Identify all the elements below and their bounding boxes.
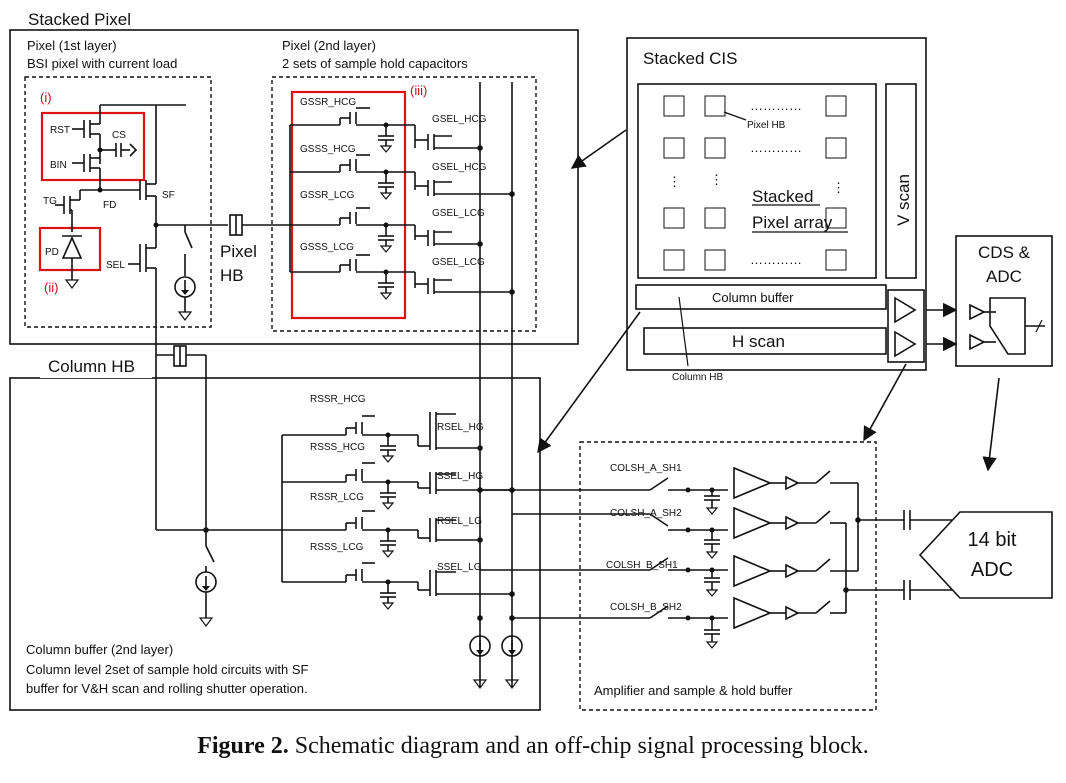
svg-text:⋮: ⋮ xyxy=(710,172,723,187)
layer2-title: Pixel (2nd layer) xyxy=(282,38,376,53)
cap-row: GSSS_LCG xyxy=(290,242,415,300)
fd-label: FD xyxy=(103,200,116,211)
svg-text:COLSH_A_SH2: COLSH_A_SH2 xyxy=(610,508,682,519)
pixel-hb-label: Pixel xyxy=(220,242,257,261)
svg-text:…………: ………… xyxy=(750,98,802,113)
column-buffer-title: Column buffer (2nd layer) xyxy=(26,642,173,657)
marker-iii: (iii) xyxy=(410,83,427,98)
svg-text:RSSS_LCG: RSSS_LCG xyxy=(310,542,364,553)
array-label-1: Stacked xyxy=(752,187,813,206)
amplifier-title: Amplifier and sample & hold buffer xyxy=(594,683,793,698)
svg-text:GSEL_HCG: GSEL_HCG xyxy=(432,114,487,125)
column-hb-block: Column HB RSSR_HCG RSSS_HCG xyxy=(9,345,541,711)
caption-text: Schematic diagram and an off-chip signal… xyxy=(288,733,869,759)
pixel-array-cells xyxy=(663,95,847,271)
cap-row: GSSR_LCG xyxy=(290,190,415,253)
cds-adc-label: ADC xyxy=(986,267,1022,286)
amplifier-sample-hold-block: COLSH_A_SH1 COLSH_A_SH2 COLSH_B_SH1 xyxy=(480,441,877,711)
pd-label: PD xyxy=(45,247,59,258)
svg-text:GSSS_HCG: GSSS_HCG xyxy=(300,144,356,155)
output-buffer-block xyxy=(887,289,925,363)
v-scan-block xyxy=(885,83,917,279)
cap-row: GSSS_HCG xyxy=(290,144,415,200)
stacked-cis-title: Stacked CIS xyxy=(643,49,738,68)
tg-label: TG xyxy=(43,196,57,207)
column-buffer-desc-1: Column level 2set of sample hold circuit… xyxy=(26,662,309,677)
caption-label: Figure 2. xyxy=(197,733,289,759)
reset-bin-highlight xyxy=(40,111,146,182)
svg-text:…………: ………… xyxy=(750,140,802,155)
bin-label: BIN xyxy=(50,160,67,171)
column-buffer-block xyxy=(635,284,887,310)
adc-14bit-block xyxy=(918,511,1053,599)
marker-i: (i) xyxy=(40,90,52,105)
svg-text:RSEL_HG: RSEL_HG xyxy=(437,422,484,433)
h-scan-label: H scan xyxy=(732,332,785,351)
pixel-hb-callout: Pixel HB xyxy=(747,120,786,131)
figure-caption: Figure 2. Schematic diagram and an off-c… xyxy=(0,733,1066,760)
svg-text:SSEL_HG: SSEL_HG xyxy=(437,471,483,482)
svg-text:…………: ………… xyxy=(750,252,802,267)
layer1-title: Pixel (1st layer) xyxy=(27,38,117,53)
svg-text:RSSR_LCG: RSSR_LCG xyxy=(310,492,364,503)
layer2-subtitle: 2 sets of sample hold capacitors xyxy=(282,56,468,71)
svg-text:RSSR_HCG: RSSR_HCG xyxy=(310,394,366,405)
rs-cap-rows: RSSR_HCG RSSS_HCG RSSR_LCG RSSS_ xyxy=(282,394,418,610)
photodiode-highlight xyxy=(38,226,102,272)
column-hb-title: Column HB xyxy=(48,357,135,376)
sample-hold-cap-highlight xyxy=(290,90,407,320)
adc-label: ADC xyxy=(971,559,1013,581)
svg-text:RSEL_LG: RSEL_LG xyxy=(437,516,482,527)
sf-label: SF xyxy=(162,190,175,201)
svg-text:GSEL_LCG: GSEL_LCG xyxy=(432,208,485,219)
cds-label: CDS & xyxy=(978,243,1031,262)
layer1-subtitle: BSI pixel with current load xyxy=(27,56,177,71)
sh-switch-rows: COLSH_A_SH1 COLSH_A_SH2 COLSH_B_SH1 xyxy=(606,463,858,649)
marker-ii: (ii) xyxy=(44,280,58,295)
v-scan-label: V scan xyxy=(894,174,913,226)
column-hb-callout: Column HB xyxy=(672,372,723,383)
adc-bits-label: 14 bit xyxy=(968,529,1017,551)
svg-text:SSEL_LG: SSEL_LG xyxy=(437,562,482,573)
cds-adc-block xyxy=(955,235,1053,367)
rs-sel-transistors: RSEL_HG SSEL_HG RSEL_LG SSEL_LG xyxy=(417,412,515,597)
cap-row: GSSR_HCG xyxy=(290,97,415,153)
h-scan-block xyxy=(643,327,887,355)
svg-text:COLSH_A_SH1: COLSH_A_SH1 xyxy=(610,463,682,474)
sel-label: SEL xyxy=(106,260,125,271)
array-label-2: Pixel array xyxy=(752,213,833,232)
svg-text:COLSH_B_SH1: COLSH_B_SH1 xyxy=(606,560,678,571)
column-buffer-label: Column buffer xyxy=(712,290,794,305)
cs-label: CS xyxy=(112,130,126,141)
svg-text:RSSS_HCG: RSSS_HCG xyxy=(310,442,365,453)
rst-label: RST xyxy=(50,125,70,136)
svg-text:GSEL_LCG: GSEL_LCG xyxy=(432,257,485,268)
stacked-pixel-title: Stacked Pixel xyxy=(28,10,131,29)
stacked-cis-block: Stacked CIS ………… ………… ………… ⋮ ⋮ ⋮ Pixel H… xyxy=(626,37,1053,383)
pixel-hb-label-2: HB xyxy=(220,266,244,285)
stacked-pixel-block: Stacked Pixel Pixel (1st layer) BSI pixe… xyxy=(9,10,579,530)
svg-text:GSSR_HCG: GSSR_HCG xyxy=(300,97,356,108)
gsel-transistors: GSEL_HCG GSEL_HCG GSEL_LCG GSEL_LCG xyxy=(414,114,515,295)
svg-text:GSSS_LCG: GSSS_LCG xyxy=(300,242,354,253)
column-buffer-desc-2: buffer for V&H scan and rolling shutter … xyxy=(26,681,308,696)
svg-text:⋮: ⋮ xyxy=(668,174,681,189)
pixel-layer1-box xyxy=(24,76,212,328)
svg-text:GSSR_LCG: GSSR_LCG xyxy=(300,190,355,201)
svg-text:GSEL_HCG: GSEL_HCG xyxy=(432,162,487,173)
svg-text:COLSH_B_SH2: COLSH_B_SH2 xyxy=(610,602,682,613)
svg-text:⋮: ⋮ xyxy=(832,180,845,195)
